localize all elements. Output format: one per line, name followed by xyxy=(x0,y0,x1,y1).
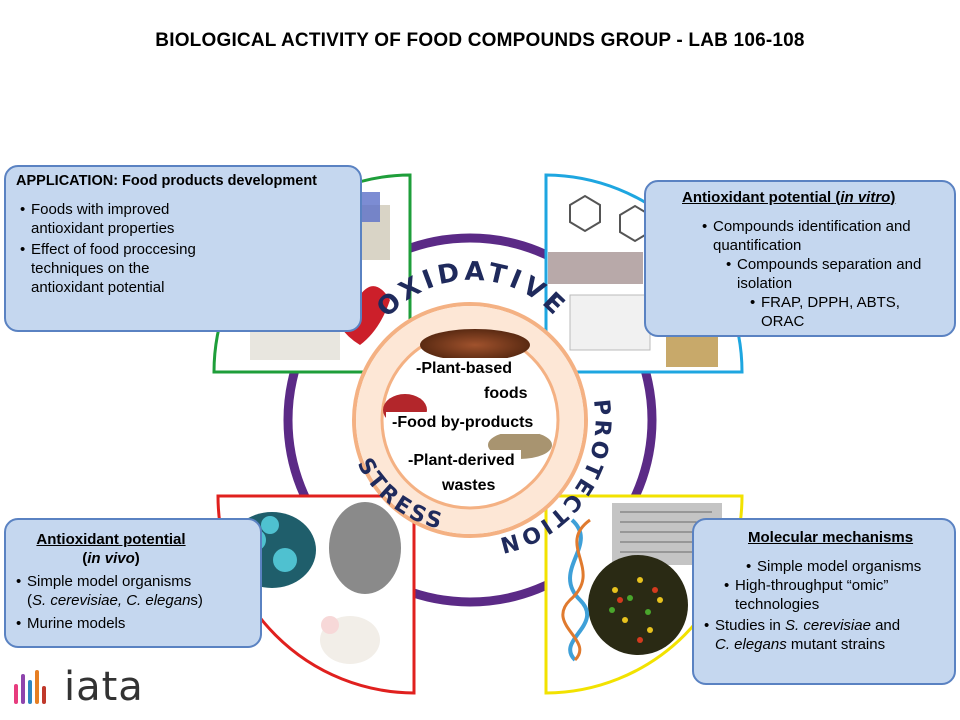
in-vitro-item: Compounds separation and isolation xyxy=(726,255,942,293)
molecular-item3-and: and xyxy=(870,617,901,634)
inner-ring-band xyxy=(356,306,584,534)
center-label-plant-derived: -Plant-derived xyxy=(402,450,521,472)
molecular-list: Simple model organisms High-throughput “… xyxy=(704,557,944,654)
in-vivo-item1-paren: ( xyxy=(27,592,32,609)
in-vitro-heading-italic: in vitro xyxy=(840,189,891,206)
iata-logo: iata xyxy=(14,664,154,710)
in-vitro-item: FRAP, DPPH, ABTS, ORAC xyxy=(750,293,942,331)
center-plant-derived-text: -Plant-derived xyxy=(408,452,515,469)
application-list: Foods with improved antioxidant properti… xyxy=(20,200,225,297)
in-vivo-item1-species: S. cerevisiae, C. elegan xyxy=(32,592,191,609)
in-vitro-heading-close: ) xyxy=(890,189,896,206)
application-heading: APPLICATION: Food products development xyxy=(16,173,318,189)
in-vivo-item: Murine models xyxy=(16,614,250,633)
in-vitro-heading: Antioxidant potential (in vitro) xyxy=(682,188,942,207)
logo-bar xyxy=(35,670,39,704)
in-vitro-box: Antioxidant potential (in vitro) Compoun… xyxy=(644,180,956,337)
center-label-plant-based: -Plant-based xyxy=(410,358,519,380)
logo-bar xyxy=(21,674,25,704)
in-vivo-close-paren: ) xyxy=(134,550,140,567)
center-label-wastes: wastes xyxy=(436,475,502,497)
in-vitro-heading-text: Antioxidant potential ( xyxy=(682,189,841,206)
in-vivo-item1-text: Simple model organisms xyxy=(27,573,192,590)
molecular-item: Simple model organisms xyxy=(746,557,944,576)
center-label-by-products: -Food by-products xyxy=(386,412,540,434)
molecular-item3-text: Studies in xyxy=(715,617,786,634)
molecular-item3-end: mutant strains xyxy=(786,636,886,653)
center-by-products-text: -Food by-products xyxy=(392,414,534,431)
page-title: BIOLOGICAL ACTIVITY OF FOOD COMPOUNDS GR… xyxy=(155,30,805,51)
in-vivo-open-paren: ( xyxy=(82,550,88,567)
in-vivo-item1-end: s) xyxy=(190,592,203,609)
center-wastes-text: wastes xyxy=(442,477,496,494)
in-vitro-item: Compounds identification and quantificat… xyxy=(702,217,942,255)
in-vitro-list: Compounds identification and quantificat… xyxy=(702,217,942,331)
molecular-box: Molecular mechanisms Simple model organi… xyxy=(692,518,956,685)
in-vivo-list: Simple model organisms (S. cerevisiae, C… xyxy=(16,572,250,633)
in-vivo-heading: Antioxidant potential xyxy=(36,531,186,548)
logo-text: iata xyxy=(64,664,144,710)
in-vivo-italic: in vivo xyxy=(87,550,135,567)
molecular-item: High-throughput “omic” technologies xyxy=(724,576,910,614)
in-vivo-box: Antioxidant potential (in vivo) Simple m… xyxy=(4,518,262,648)
application-item: Effect of food proccesing techniques on … xyxy=(20,240,225,297)
logo-bar xyxy=(42,686,46,704)
in-vivo-item: Simple model organisms (S. cerevisiae, C… xyxy=(16,572,250,610)
center-foods-text: foods xyxy=(484,385,528,402)
application-item: Foods with improved antioxidant properti… xyxy=(20,200,225,238)
molecular-heading: Molecular mechanisms xyxy=(748,529,914,546)
in-vivo-subheading: (in vivo) xyxy=(16,549,206,568)
logo-bar xyxy=(28,680,32,704)
molecular-item: Studies in S. cerevisiae and C. elegans … xyxy=(704,616,944,654)
logo-bar xyxy=(14,684,18,704)
center-plant-based-text: -Plant-based xyxy=(416,360,513,377)
center-label-foods: foods xyxy=(478,383,534,405)
molecular-item3-species2: C. elegans xyxy=(715,636,787,653)
outer-ring xyxy=(283,233,657,607)
molecular-item3-species: S. cerevisiae xyxy=(785,617,871,634)
application-box: APPLICATION: Food products development F… xyxy=(4,165,362,332)
